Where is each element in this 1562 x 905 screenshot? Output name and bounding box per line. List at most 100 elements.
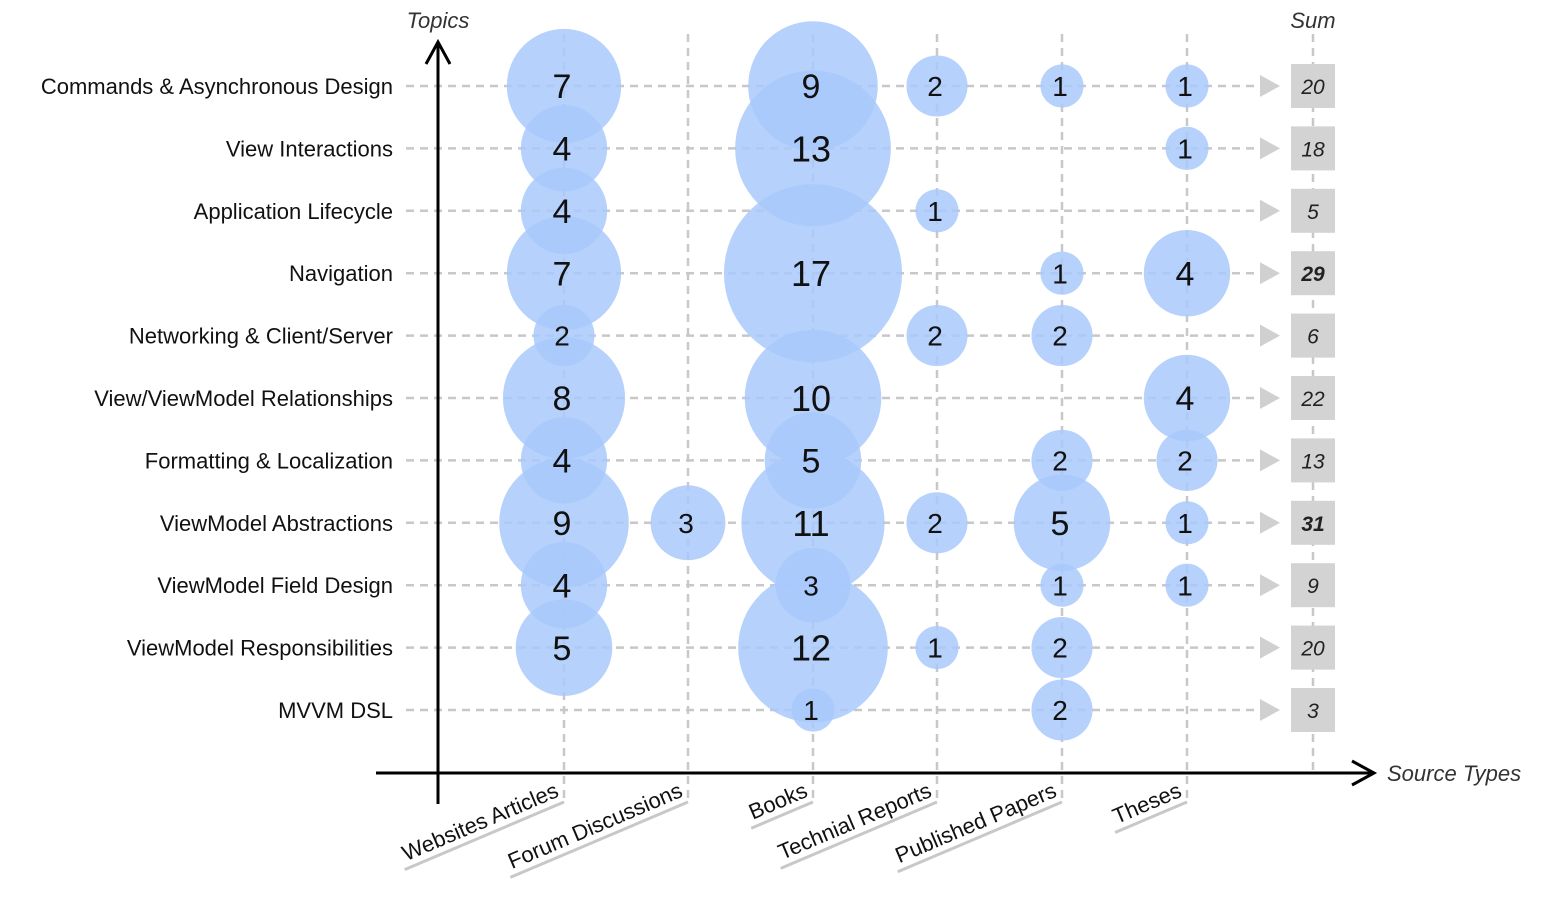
row-arrowhead (1260, 636, 1280, 659)
topic-label: ViewModel Field Design (157, 573, 393, 598)
sum-box (1291, 313, 1335, 358)
sum-value: 13 (1301, 450, 1325, 473)
bubble-value: 11 (792, 503, 829, 544)
sum-value: 3 (1307, 700, 1319, 723)
bubble (499, 458, 629, 588)
bubble-value: 2 (927, 71, 943, 102)
bubble-value: 2 (1177, 445, 1193, 476)
row-arrowhead (1260, 511, 1280, 534)
bubble-value: 7 (553, 68, 572, 106)
row-arrowhead (1260, 75, 1280, 97)
bubble-value: 12 (791, 628, 831, 669)
row-arrowhead (1260, 449, 1280, 472)
bubble (906, 55, 968, 117)
bubble (1156, 429, 1218, 491)
bubble-value: 4 (553, 193, 572, 231)
bubble-value: 9 (553, 505, 572, 543)
bubble-value: 13 (791, 128, 831, 169)
topic-label: View/ViewModel Relationships (94, 386, 393, 411)
row-arrowhead (1260, 324, 1280, 347)
bubble-value: 3 (803, 570, 819, 601)
bubble-value: 1 (1177, 508, 1193, 539)
bubble-value: 4 (553, 443, 572, 481)
bubble (741, 451, 885, 595)
bubble (506, 216, 622, 331)
bubble-value: 1 (1052, 570, 1068, 601)
bubble-value: 4 (1176, 255, 1195, 293)
bubble-value: 4 (553, 131, 572, 169)
bubble (1040, 64, 1084, 108)
topic-label: ViewModel Responsibilities (127, 636, 393, 661)
bubble (1031, 679, 1093, 741)
topic-label: Formatting & Localization (145, 448, 393, 473)
bubble (520, 105, 608, 192)
bubble-value: 2 (1052, 321, 1068, 352)
y-axis-title: Topics (407, 8, 470, 33)
bubble (723, 184, 903, 363)
bubble-value: 9 (802, 68, 821, 106)
bubble-value: 17 (791, 253, 831, 294)
bubble-value: 5 (802, 443, 821, 481)
bubble (1143, 230, 1231, 317)
bubble (1031, 305, 1093, 367)
bubble-value: 2 (1052, 695, 1068, 726)
bubble-value: 8 (553, 380, 572, 418)
label-bracket (780, 800, 938, 870)
sum-value: 31 (1301, 513, 1324, 536)
topic-label: Networking & Client/Server (129, 324, 393, 349)
topic-label: ViewModel Abstractions (160, 511, 393, 536)
sum-value: 20 (1300, 76, 1325, 99)
bubble-value: 1 (927, 196, 943, 227)
bubble-value: 1 (927, 633, 943, 664)
sum-box (1291, 64, 1335, 108)
sum-box (1291, 251, 1335, 296)
row-arrowhead (1260, 699, 1280, 721)
topic-label: Application Lifecycle (194, 199, 393, 224)
bubble (1040, 251, 1084, 295)
sum-value: 6 (1307, 326, 1319, 349)
sum-value: 5 (1307, 201, 1319, 224)
bubble (906, 305, 968, 367)
bubble (738, 572, 888, 723)
bubble (502, 336, 626, 460)
bubble (1165, 563, 1209, 607)
sum-box (1291, 188, 1335, 233)
bubbles (499, 21, 1231, 741)
bubble (1165, 501, 1209, 545)
sum-box (1291, 438, 1335, 483)
bubble (1143, 354, 1231, 442)
topic-label: View Interactions (226, 136, 393, 161)
bubble (1013, 474, 1111, 572)
bubble-value: 1 (803, 695, 819, 726)
bubble-value: 5 (553, 630, 572, 668)
sum-value: 29 (1300, 263, 1325, 286)
bubble-value: 1 (1177, 71, 1193, 102)
bubble-value: 2 (927, 321, 943, 352)
x-axis-title: Source Types (1387, 761, 1521, 786)
bubble-value: 2 (1052, 633, 1068, 664)
bubble-value: 1 (1052, 71, 1068, 102)
sum-box (1291, 126, 1335, 171)
sum-box (1291, 500, 1335, 545)
bubble (1040, 563, 1084, 607)
bubble-value: 2 (554, 321, 570, 352)
bubble (1165, 64, 1209, 108)
row-arrowhead (1260, 199, 1280, 222)
row-arrowhead (1260, 574, 1280, 597)
bubble (506, 28, 622, 144)
bubble (915, 626, 959, 670)
x-axis-arrow (1351, 759, 1378, 787)
row-arrowhead (1260, 262, 1280, 285)
label-bracket (897, 800, 1063, 874)
bubble-value: 2 (1052, 445, 1068, 476)
bubble-value: 1 (1177, 133, 1193, 164)
topic-label: MVVM DSL (278, 698, 393, 723)
y-axis-arrow (424, 38, 452, 65)
bubble (791, 688, 835, 732)
bubble-value: 5 (1051, 505, 1070, 543)
sum-box (1291, 376, 1335, 420)
